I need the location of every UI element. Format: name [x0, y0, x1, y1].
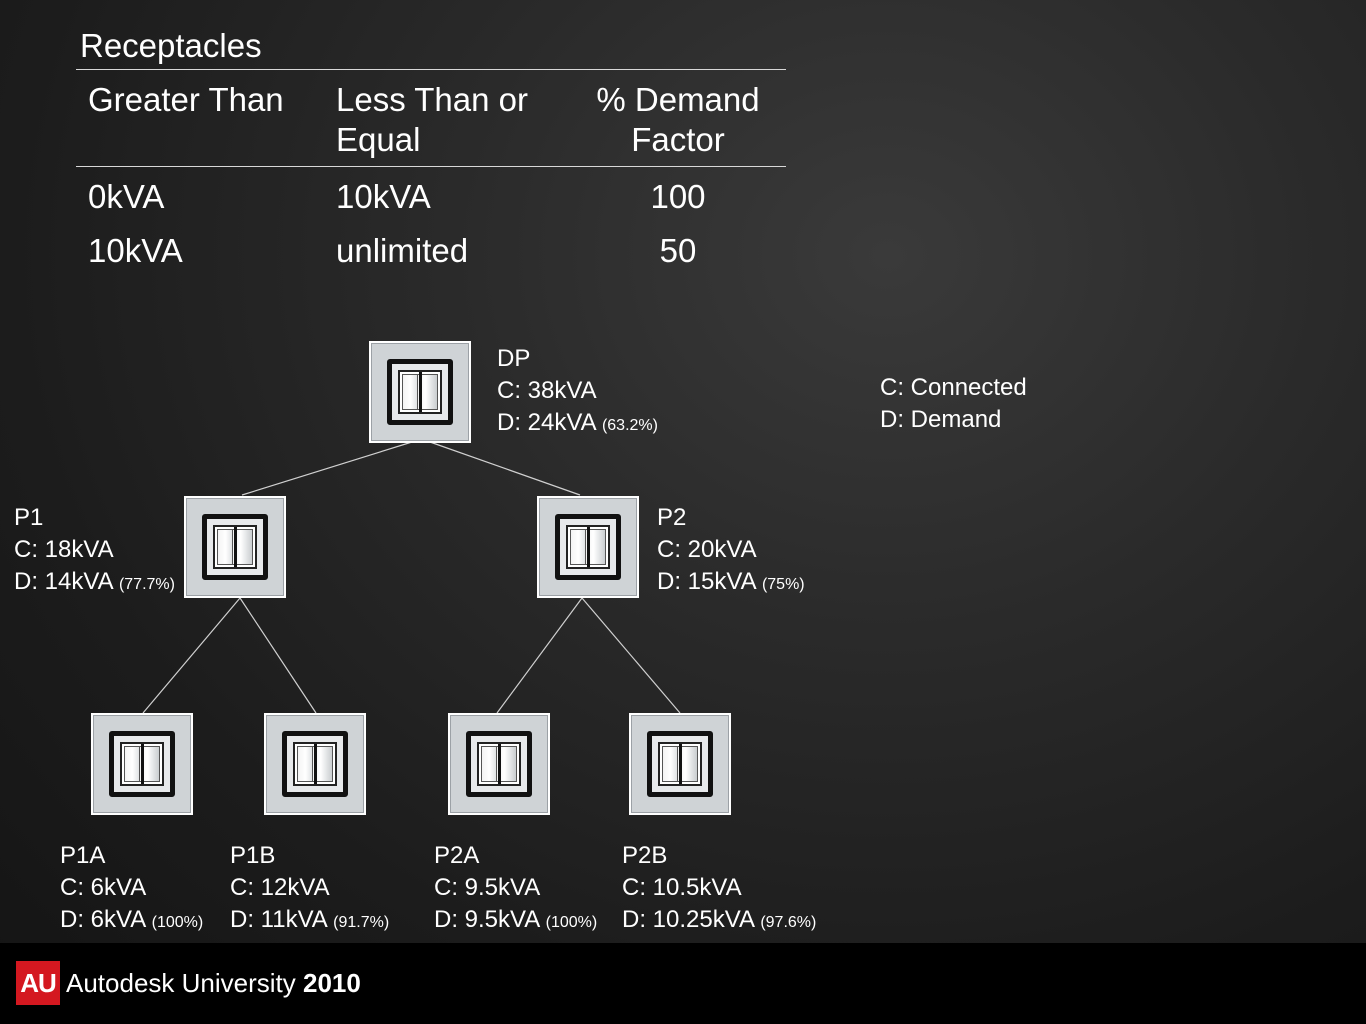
brand-name: Autodesk University 2010: [66, 968, 361, 998]
au-logo-icon: AU: [16, 961, 60, 1005]
table-cell: 100: [650, 178, 706, 215]
label-p1: P1 C: 18kVA D: 14kVA (77.7%): [14, 504, 175, 595]
wire-dp-p1: [241, 441, 413, 496]
header-demand-factor: % Demand Factor: [596, 81, 760, 158]
table-cell: 0kVA: [88, 178, 165, 215]
footer-bar: AU Autodesk University 2010: [0, 943, 1366, 1024]
label-p2a: P2A C: 9.5kVA D: 9.5kVA (100%): [434, 842, 598, 933]
table-title: Receptacles: [80, 27, 262, 64]
wire-p2-p2b: [581, 597, 681, 714]
panel-p2b-icon: [629, 713, 731, 815]
wire-p2-p2a: [496, 597, 583, 714]
table-cell: unlimited: [336, 232, 469, 269]
label-dp: DP C: 38kVA D: 24kVA (63.2%): [497, 345, 658, 436]
panel-dp-icon: [369, 341, 471, 443]
panel-p1a-icon: [91, 713, 193, 815]
wire-p1-p1a: [142, 597, 241, 714]
table-cell: 10kVA: [88, 232, 183, 269]
legend-connected: C: Connected: [880, 374, 1027, 401]
panel-p2a-icon: [448, 713, 550, 815]
legend: C: Connected D: Demand: [880, 372, 1027, 436]
label-p1a: P1A C: 6kVA D: 6kVA (100%): [60, 842, 204, 933]
label-p2: P2 C: 20kVA D: 15kVA (75%): [657, 504, 805, 595]
wire-dp-p2: [429, 441, 581, 496]
panel-p1-icon: [184, 496, 286, 598]
legend-demand: D: Demand: [880, 406, 1002, 433]
panel-p2-icon: [537, 496, 639, 598]
panel-p1b-icon: [264, 713, 366, 815]
header-greater-than: Greater Than: [88, 81, 284, 118]
label-p2b: P2B C: 10.5kVA D: 10.25kVA (97.6%): [622, 842, 817, 933]
header-less-than: Less Than or Equal: [336, 81, 529, 158]
label-p1b: P1B C: 12kVA D: 11kVA (91.7%): [230, 842, 390, 933]
header-divider: [76, 166, 786, 167]
table-cell: 10kVA: [336, 178, 431, 215]
title-divider: [76, 69, 786, 70]
wire-p1-p1b: [239, 597, 317, 714]
table-cell: 50: [659, 232, 697, 269]
